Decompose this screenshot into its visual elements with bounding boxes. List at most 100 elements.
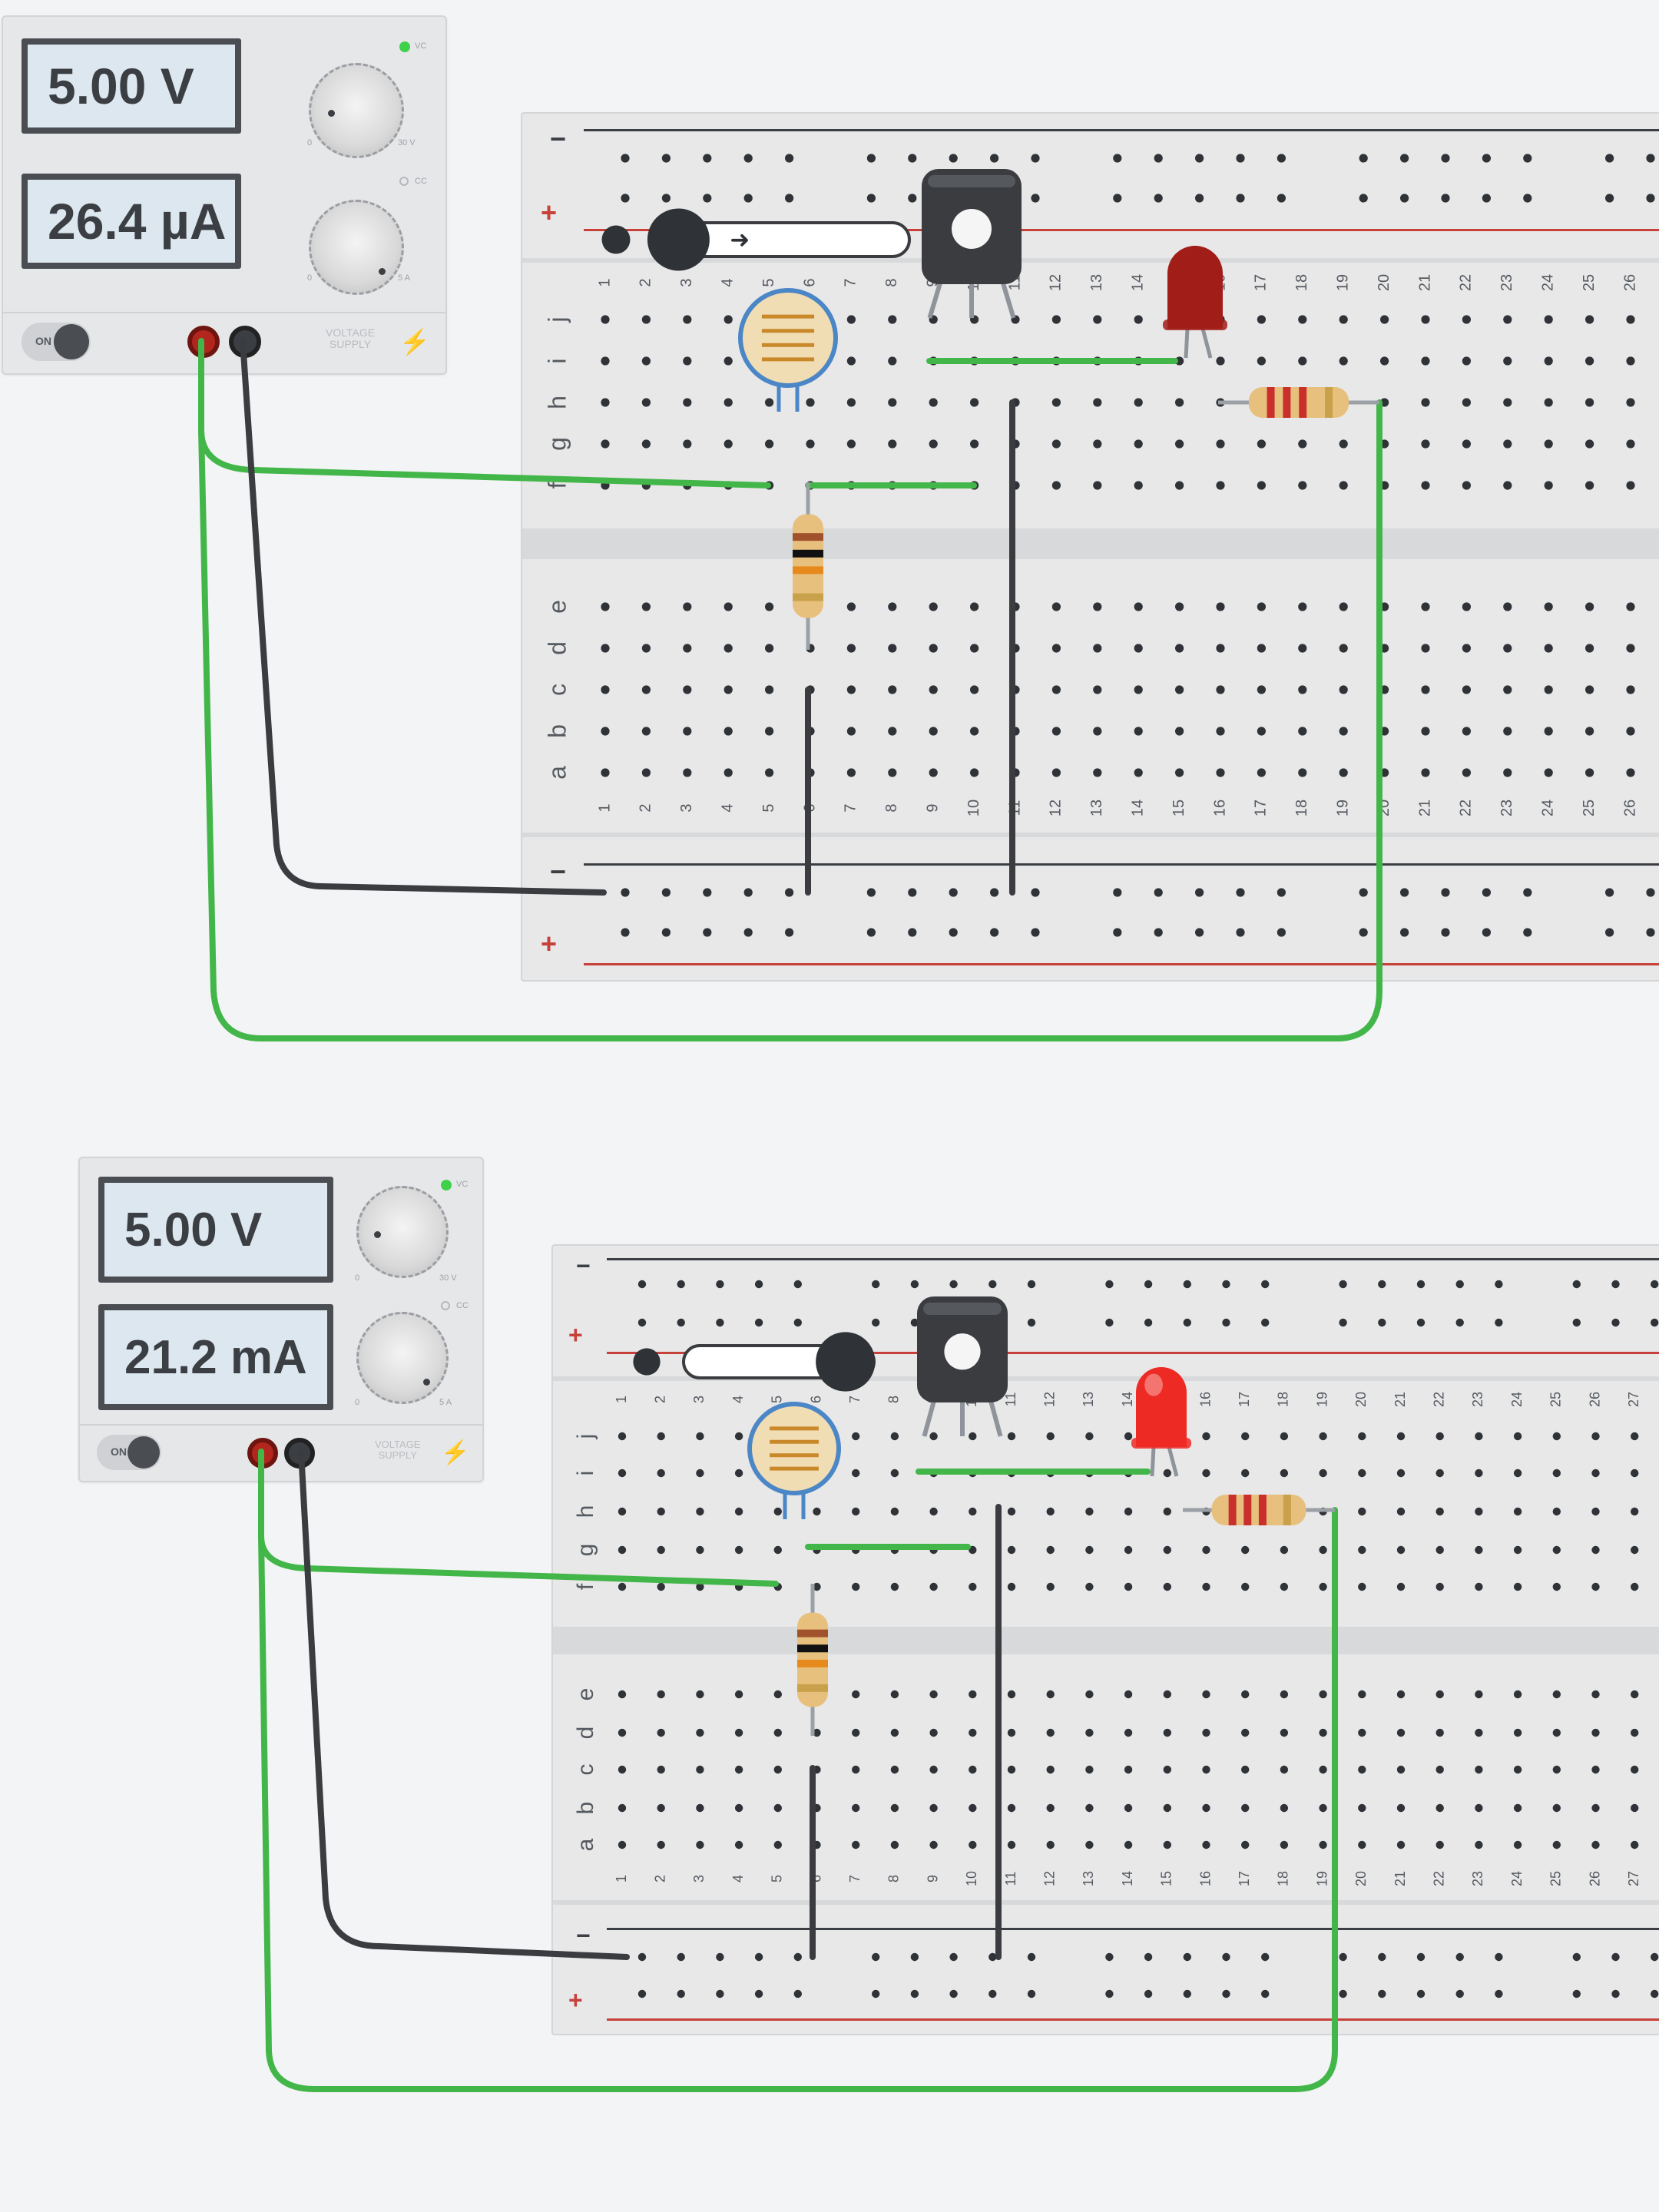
rail-hole	[1027, 1989, 1036, 1998]
breadboard-hole	[1475, 1840, 1483, 1849]
breadboard-hole	[1435, 1840, 1444, 1849]
column-number: 26	[1587, 1392, 1602, 1407]
rail-hole	[621, 928, 630, 937]
breadboard-hole	[1280, 1840, 1289, 1849]
rail-hole	[1441, 928, 1450, 937]
rail-hole	[1113, 194, 1122, 203]
breadboard-hole	[1134, 315, 1143, 324]
photoresistor-track	[761, 314, 815, 362]
breadboard-hole	[734, 1432, 743, 1441]
breadboard-hole	[1513, 1803, 1522, 1813]
column-number: 16	[1197, 1392, 1213, 1407]
breadboard-hole	[1298, 315, 1307, 324]
column-number: 17	[1237, 1871, 1252, 1886]
row-letter: g	[573, 1544, 598, 1557]
column-number: 24	[1539, 800, 1556, 816]
voltage-knob[interactable]	[356, 1186, 449, 1278]
rail-hole	[1105, 1952, 1114, 1962]
breadboard-hole	[1475, 1728, 1483, 1737]
breadboard-hole	[765, 685, 774, 694]
breadboard-hole	[765, 727, 774, 736]
rail-hole	[1400, 154, 1409, 163]
vc-label: VC	[456, 1180, 469, 1189]
rail-hole	[754, 1989, 763, 1998]
rail-hole	[785, 888, 794, 897]
column-number: 21	[1416, 800, 1433, 816]
breadboard-hole	[1257, 727, 1266, 736]
photoresistor	[747, 1402, 841, 1519]
breadboard-hole	[813, 1507, 821, 1516]
breadboard-hole	[1585, 602, 1594, 611]
breadboard-hole	[969, 1582, 977, 1591]
rail-hole	[677, 1989, 685, 1998]
breadboard-hole	[618, 1840, 627, 1849]
breadboard-hole	[929, 768, 938, 777]
bottom-minus-label: −	[550, 856, 567, 887]
breadboard-hole	[969, 1507, 977, 1516]
breadboard-hole	[724, 315, 733, 324]
column-number: 19	[1314, 1392, 1330, 1407]
breadboard-hole	[696, 1582, 704, 1591]
top-plus-label: +	[541, 197, 558, 228]
breadboard-hole	[929, 1728, 938, 1737]
rail-hole	[1195, 194, 1204, 203]
rail-hole	[1523, 194, 1532, 203]
breadboard-hole	[657, 1545, 665, 1555]
breadboard-hole	[852, 1765, 860, 1774]
breadboard-hole	[641, 727, 651, 736]
rail-hole	[1154, 154, 1163, 163]
breadboard-hole	[969, 1765, 977, 1774]
breadboard-hole	[1124, 1507, 1133, 1516]
bottom-minus-rail-line	[607, 1928, 1659, 1930]
breadboard-hole	[1462, 356, 1471, 366]
breadboard-hole	[1298, 356, 1307, 366]
breadboard-hole	[1175, 439, 1184, 449]
column-number: 17	[1253, 274, 1270, 291]
rail-hole	[990, 154, 999, 163]
column-number: 14	[1129, 800, 1146, 816]
column-number: 18	[1276, 1392, 1291, 1407]
breadboard-hole	[1396, 1690, 1406, 1699]
breadboard-hole	[1475, 1469, 1483, 1478]
breadboard-hole	[765, 398, 774, 407]
breadboard-hole	[1134, 768, 1143, 777]
breadboard-hole	[1093, 315, 1102, 324]
breadboard-hole	[1626, 685, 1635, 694]
transistor-leg	[922, 1396, 938, 1437]
breadboard-hole	[683, 602, 692, 611]
wire-return	[198, 399, 1382, 1041]
knob-indicator	[423, 1379, 430, 1386]
breadboard-hole	[657, 1728, 665, 1737]
breadboard-hole	[1319, 1803, 1327, 1813]
column-number: 2	[652, 1875, 667, 1883]
rail-hole	[785, 194, 794, 203]
rail-hole	[1523, 154, 1532, 163]
breadboard-hole	[734, 1545, 743, 1555]
breadboard-hole	[683, 685, 692, 694]
current-knob[interactable]	[309, 200, 404, 295]
rail-hole	[949, 154, 958, 163]
breadboard-holes: 1122334455667788991010111112121313141415…	[543, 154, 1655, 937]
breadboard-hole	[657, 1582, 665, 1591]
voltage-knob[interactable]	[309, 63, 404, 158]
cc-label: CC	[415, 177, 427, 186]
column-number: 13	[1088, 800, 1105, 816]
rail-hole	[785, 928, 794, 937]
rail-hole	[1195, 888, 1204, 897]
power-switch[interactable]: ON	[22, 323, 91, 361]
rail-hole	[793, 1952, 803, 1962]
power-switch[interactable]: ON	[97, 1435, 161, 1470]
breadboard-hole	[641, 356, 651, 366]
column-number: 22	[1431, 1392, 1446, 1407]
column-number: 12	[1041, 1392, 1057, 1407]
breadboard-hole	[1396, 1840, 1406, 1849]
breadboard-hole	[1007, 1545, 1016, 1555]
breadboard-hole	[1051, 398, 1061, 407]
rail-hole	[866, 154, 876, 163]
voltage-display: 5.00 V	[98, 1177, 333, 1283]
breadboard-hole	[1421, 439, 1430, 449]
current-knob[interactable]	[356, 1312, 449, 1404]
breadboard-hole	[1093, 481, 1102, 490]
breadboard-hole	[1280, 1545, 1289, 1555]
transistor-leg	[927, 277, 944, 319]
